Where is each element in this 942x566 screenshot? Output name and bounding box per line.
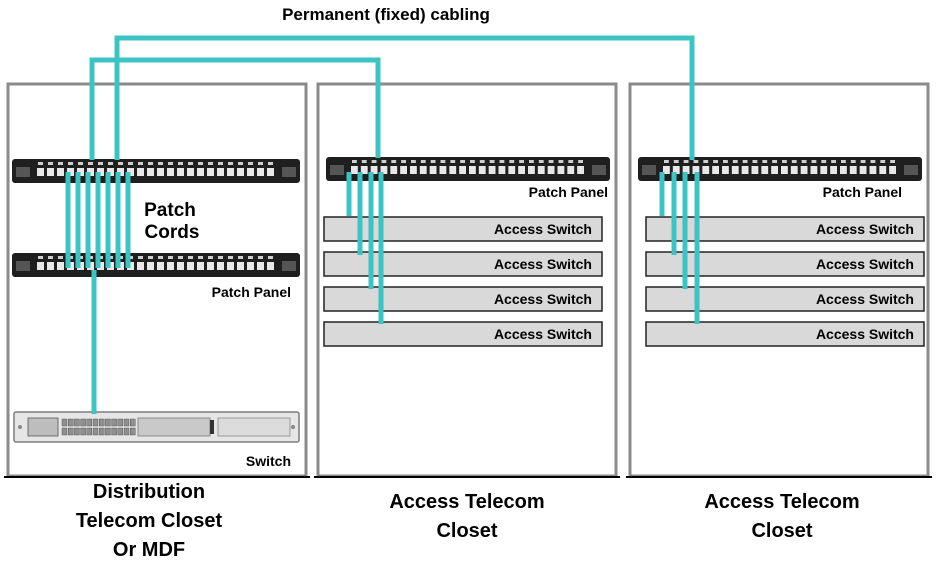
access-switch-label: Access Switch bbox=[816, 256, 914, 272]
access-switch: Access Switch bbox=[323, 216, 603, 242]
access-switch-label: Access Switch bbox=[816, 221, 914, 237]
patch-cords-label-line2: Cords bbox=[145, 222, 200, 243]
access-switch-label: Access Switch bbox=[494, 256, 592, 272]
access-switch: Access Switch bbox=[645, 321, 925, 347]
patch-panel-access-2 bbox=[638, 157, 922, 181]
caption-access-1-line1: Access Telecom bbox=[389, 491, 544, 513]
caption-access-2: Access Telecom Closet bbox=[704, 491, 859, 542]
patch-panel-label-distribution: Patch Panel bbox=[212, 284, 291, 300]
access-switch: Access Switch bbox=[323, 286, 603, 312]
access-switch: Access Switch bbox=[645, 286, 925, 312]
caption-distribution: Distribution Telecom Closet Or MDF bbox=[76, 481, 223, 561]
switch-label: Switch bbox=[246, 453, 291, 469]
access-switch: Access Switch bbox=[323, 321, 603, 347]
rack-access-2 bbox=[628, 82, 930, 478]
caption-access-2-line2: Closet bbox=[751, 520, 812, 542]
access-switch: Access Switch bbox=[645, 216, 925, 242]
caption-access-2-line1: Access Telecom bbox=[704, 491, 859, 513]
patch-cords-label-line1: Patch bbox=[144, 200, 196, 221]
access-switch-label: Access Switch bbox=[494, 326, 592, 342]
diagram-title: Permanent (fixed) cabling bbox=[282, 5, 490, 24]
distribution-switch bbox=[13, 411, 300, 443]
patch-panel-distribution-bottom bbox=[12, 253, 300, 277]
access-switch-label: Access Switch bbox=[816, 326, 914, 342]
access-switch: Access Switch bbox=[323, 251, 603, 277]
patch-panel-distribution-top bbox=[12, 159, 300, 183]
access-switch-label: Access Switch bbox=[494, 221, 592, 237]
patch-panels bbox=[12, 157, 922, 277]
patch-panel-access-1 bbox=[326, 157, 610, 181]
caption-distribution-line3: Or MDF bbox=[113, 539, 185, 561]
caption-distribution-line2: Telecom Closet bbox=[76, 510, 223, 532]
caption-access-1: Access Telecom Closet bbox=[389, 491, 544, 542]
caption-distribution-line1: Distribution bbox=[93, 481, 205, 503]
access-switch-label: Access Switch bbox=[494, 291, 592, 307]
cables bbox=[65, 35, 700, 414]
rack-access-1 bbox=[316, 82, 618, 478]
access-switch: Access Switch bbox=[645, 251, 925, 277]
access-switch-label: Access Switch bbox=[816, 291, 914, 307]
patch-panel-label-access-2: Patch Panel bbox=[823, 184, 902, 200]
caption-access-1-line2: Closet bbox=[436, 520, 497, 542]
patch-panel-label-access-1: Patch Panel bbox=[529, 184, 608, 200]
